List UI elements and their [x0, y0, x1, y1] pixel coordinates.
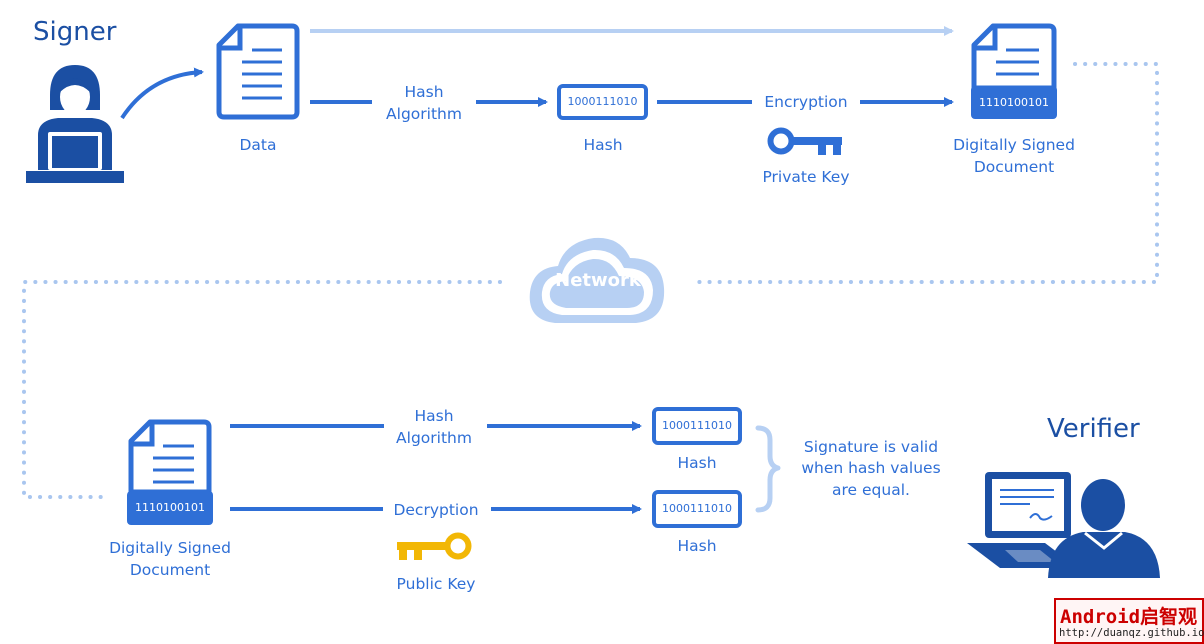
decryption-label: Decryption	[393, 501, 479, 519]
public-key-icon	[397, 532, 472, 560]
signed-document-icon-bottom	[127, 419, 213, 525]
private-key-icon	[767, 127, 842, 155]
hash-algorithm-verify-line2: Algorithm	[396, 429, 472, 447]
private-key-label: Private Key	[762, 168, 850, 186]
hash-value-signing: 1000111010	[567, 95, 638, 108]
hash-value-verify-top: 1000111010	[662, 419, 732, 432]
signed-document-label-top-line1: Digitally Signed	[953, 136, 1075, 154]
hash-algorithm-label-line1: Hash	[404, 83, 444, 101]
hash-value-verify-bottom: 1000111010	[662, 502, 732, 515]
cloud-icon	[529, 237, 665, 323]
signed-document-label-top-line2: Document	[973, 158, 1055, 176]
watermark: Android启智观 http://duanqz.github.io	[1054, 598, 1204, 644]
verification-note-line1: Signature is valid	[803, 438, 939, 456]
signer-title: Signer	[33, 17, 117, 47]
encryption-label: Encryption	[764, 93, 848, 111]
signed-document-label-bottom-line1: Digitally Signed	[109, 539, 231, 557]
network-label: Network	[555, 270, 641, 291]
signed-document-label-bottom-line2: Document	[129, 561, 211, 579]
signed-document-icon-top	[971, 23, 1057, 119]
hash-box-verify-top	[652, 407, 742, 445]
document-icon	[216, 23, 300, 120]
signed-document-value-bottom: 1110100101	[135, 501, 205, 514]
hash-box-verify-bottom	[652, 490, 742, 528]
equality-brace	[755, 425, 781, 513]
hash-algorithm-verify-line1: Hash	[414, 407, 454, 425]
network-dotted-path-top	[688, 62, 1159, 284]
data-label: Data	[239, 136, 277, 154]
network-dotted-path-bottom	[22, 280, 502, 499]
person-at-laptop-icon	[26, 65, 124, 183]
watermark-title: Android启智观	[1060, 606, 1198, 628]
verifier-title: Verifier	[1047, 414, 1140, 444]
public-key-label: Public Key	[396, 575, 476, 593]
signer-to-data-arrow	[120, 67, 204, 120]
hash-label-verify-top: Hash	[677, 454, 717, 472]
signed-document-value-top: 1110100101	[979, 96, 1049, 109]
hash-algorithm-label-line2: Algorithm	[386, 105, 462, 123]
hash-label-signing: Hash	[583, 136, 623, 154]
watermark-url: http://duanqz.github.io	[1059, 627, 1204, 639]
person-at-computer-icon	[967, 472, 1160, 578]
hash-box-signing	[557, 84, 648, 120]
hash-label-verify-bottom: Hash	[677, 537, 717, 555]
verification-note-line2: when hash values	[801, 459, 941, 477]
verification-note-line3: are equal.	[832, 481, 910, 499]
